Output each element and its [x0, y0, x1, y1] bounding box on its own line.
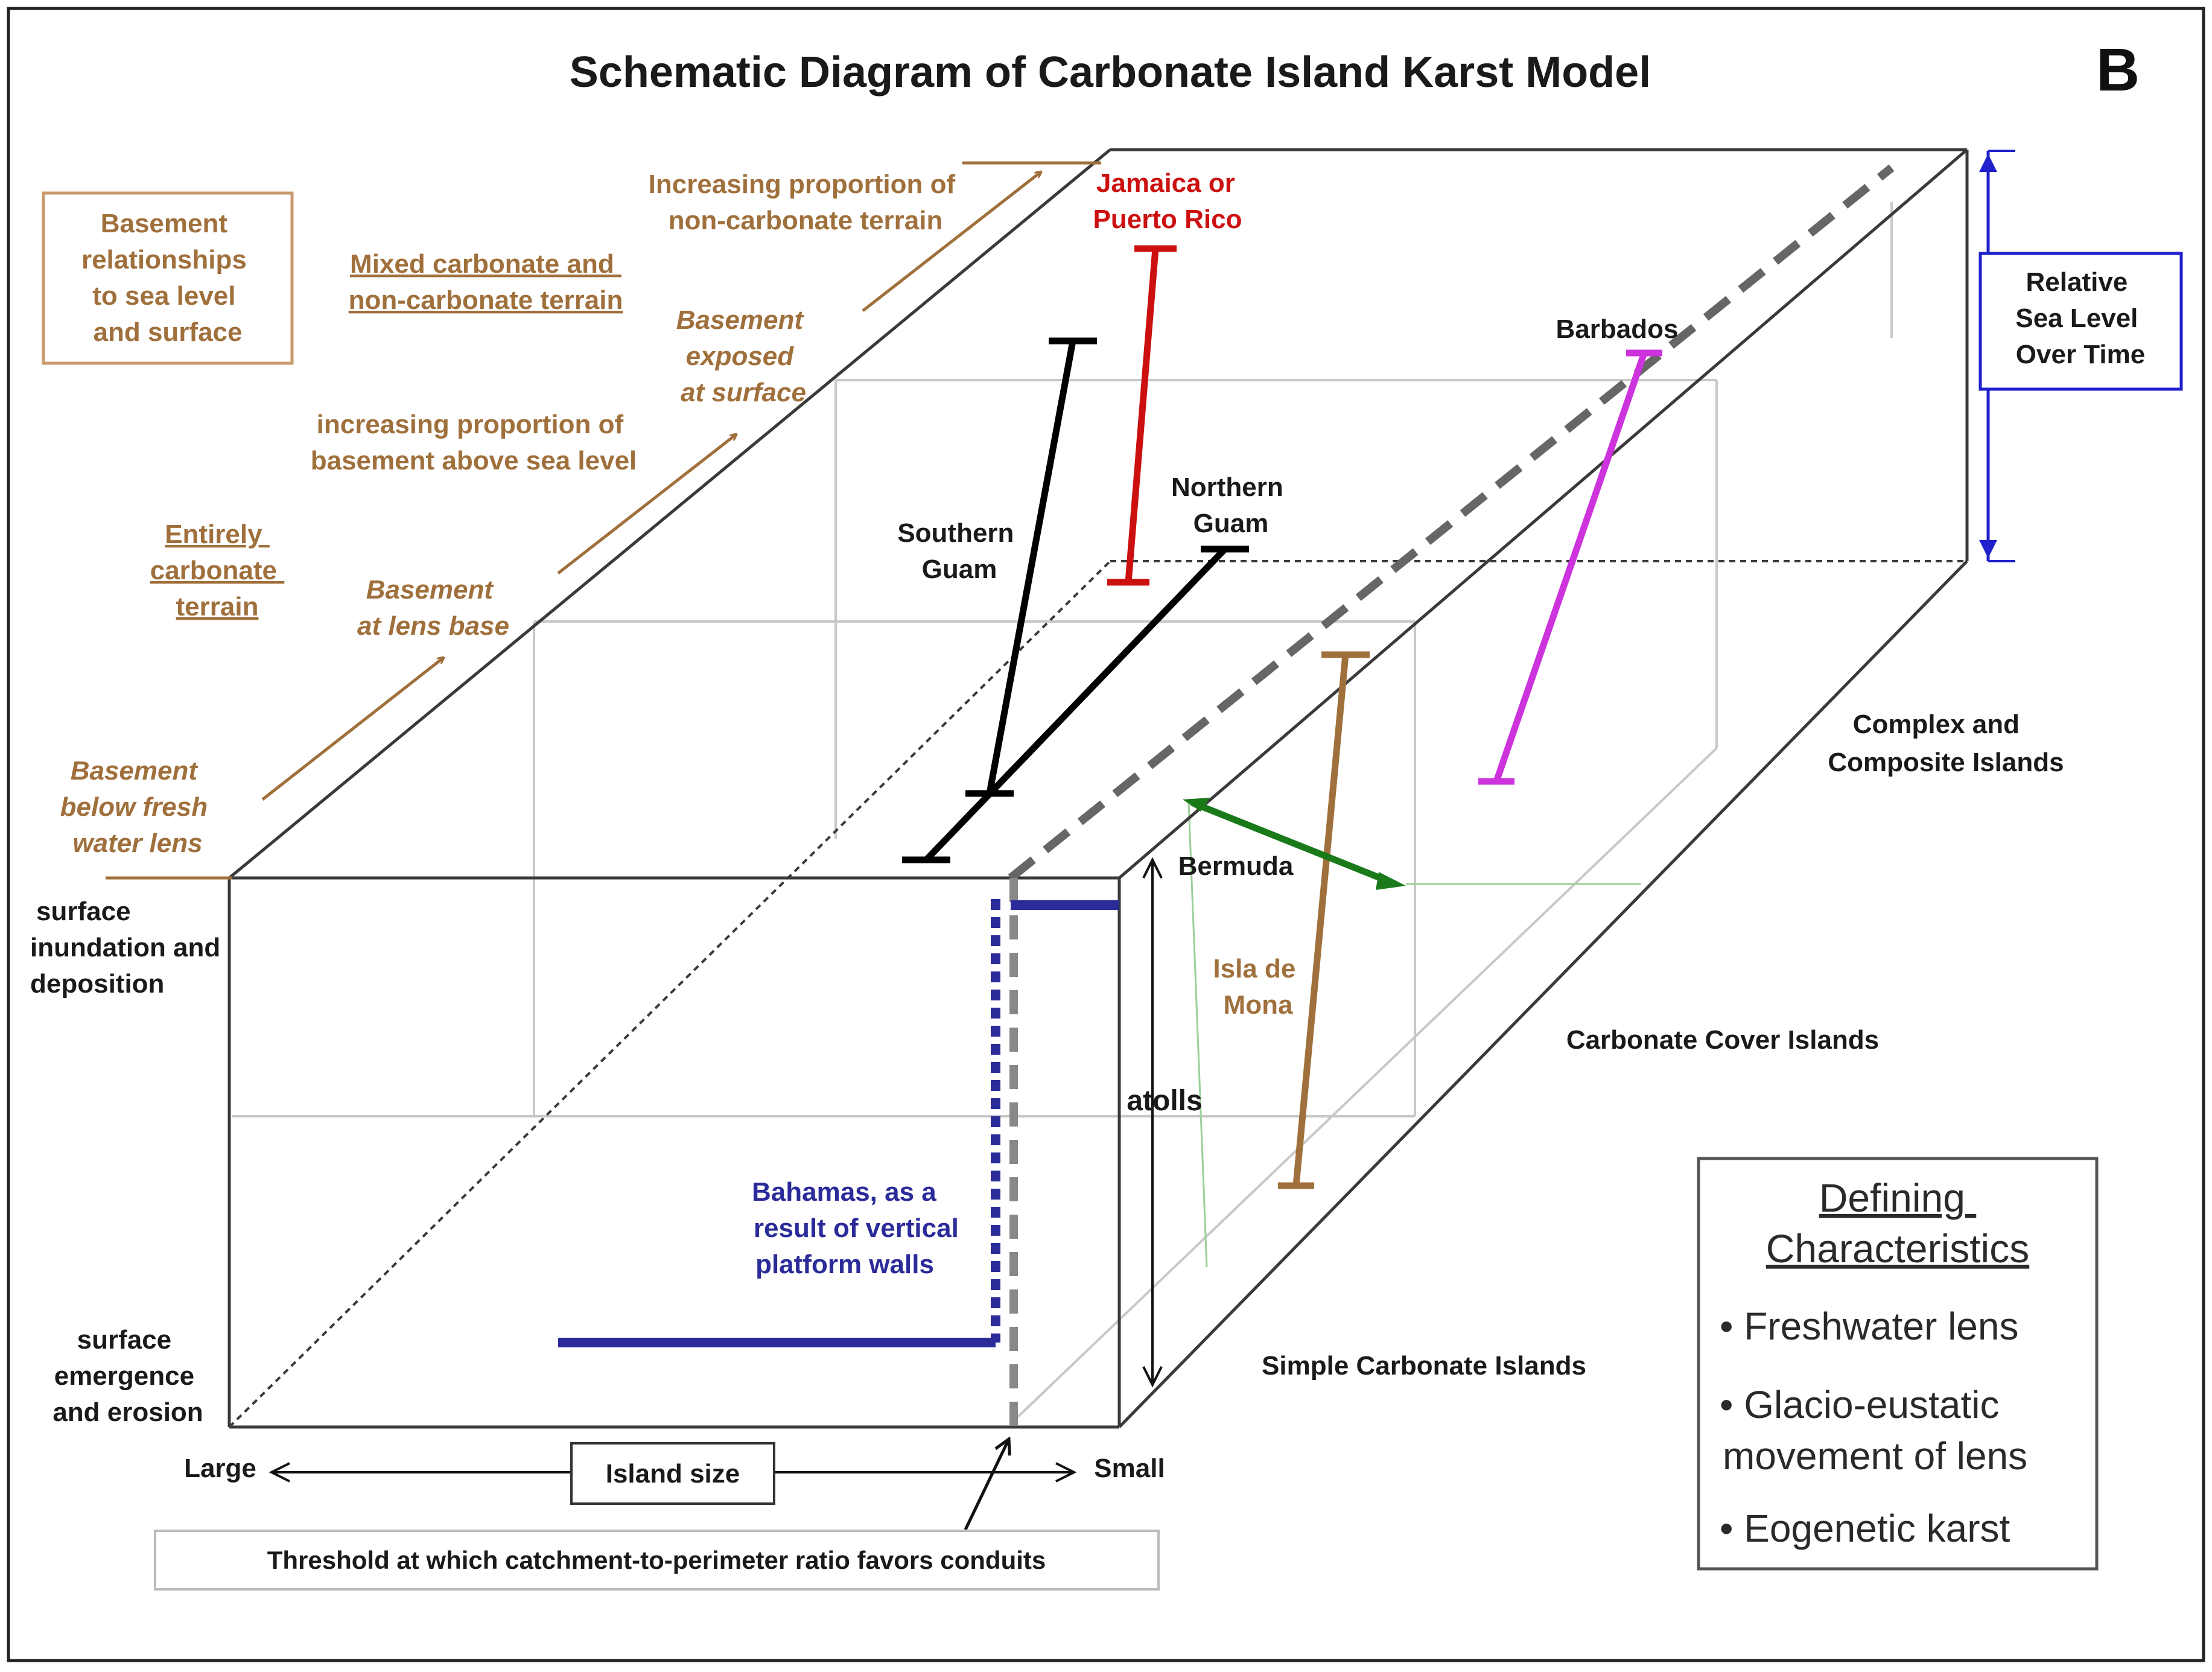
threshold-box [154, 1530, 1160, 1591]
threshold-pointer [964, 1439, 1009, 1531]
legend-items: • Freshwater lens • Glacio-eustatic move… [1720, 1305, 2038, 1550]
figure-frame [7, 7, 2205, 1662]
mixed-terrain-label: Mixed carbonate and non-carbonate terrai… [349, 249, 623, 315]
southern-guam-label: Southern Guam [897, 518, 1021, 584]
jamaica-line [1107, 245, 1177, 586]
legend-title: Defining Characteristics [1766, 1175, 2029, 1271]
bermuda-label: Bermuda [1178, 851, 1294, 881]
panel-label: B [2096, 36, 2140, 104]
entirely-carbonate-label: Entirely carbonate terrain [150, 520, 285, 621]
island-size-box [570, 1442, 775, 1505]
bahamas-label: Bahamas, as a result of vertical platfor… [752, 1177, 966, 1279]
barbados-line [1478, 349, 1662, 785]
jamaica-label: Jamaica or Puerto Rico [1093, 168, 1243, 234]
basement-relationships-label: Basement relationships to sea level and … [81, 209, 254, 347]
carbonate-cover-label: Carbonate Cover Islands [1566, 1025, 1879, 1055]
hidden-edges [228, 560, 1967, 1428]
simple-carbonate-label: Simple Carbonate Islands [1262, 1351, 1586, 1381]
bermuda-guide-lines [1187, 802, 1641, 1268]
main-box [227, 148, 1969, 1429]
brown-progression-arrows [106, 161, 1101, 880]
small-label: Small [1094, 1454, 1165, 1483]
mona-label: Isla de Mona [1213, 954, 1303, 1020]
large-label: Large [184, 1454, 256, 1483]
figure-title: Schematic Diagram of Carbonate Island Ka… [570, 48, 1651, 97]
bermuda-arrow [1183, 798, 1406, 890]
increasing-noncarbonate-label: Increasing proportion of non-carbonate t… [649, 170, 963, 235]
basement-below-lens-label: Basement below fresh water lens [60, 756, 215, 858]
basement-relationships-box [42, 191, 294, 365]
mona-line [1278, 651, 1370, 1189]
threshold-diagonal [1008, 164, 1895, 882]
complex-islands-label: Complex and Composite Islands [1828, 710, 2064, 777]
sea-level-label: Relative Sea Level Over Time [2015, 267, 2145, 369]
increasing-basement-label: increasing proportion of basement above … [311, 410, 637, 475]
surface-emergence-label: surface emergence and erosion [52, 1325, 203, 1427]
inner-grid-lines [232, 202, 1893, 1419]
island-size-label: Island size [606, 1459, 740, 1489]
surface-inundation-label: surface inundation and deposition [30, 897, 228, 999]
northern-guam-label: Northern Guam [1171, 472, 1291, 538]
sea-level-box [1978, 252, 2183, 391]
basement-exposed-label: Basement exposed at surface [676, 305, 811, 407]
legend-box [1697, 1157, 2099, 1571]
threshold-label: Threshold at which catchment-to-perimete… [267, 1546, 1046, 1574]
atolls-label: atolls [1127, 1085, 1202, 1117]
basement-lens-base-label: Basement at lens base [357, 575, 509, 641]
barbados-label: Barbados [1556, 314, 1679, 344]
northern-guam-line [902, 545, 1249, 863]
